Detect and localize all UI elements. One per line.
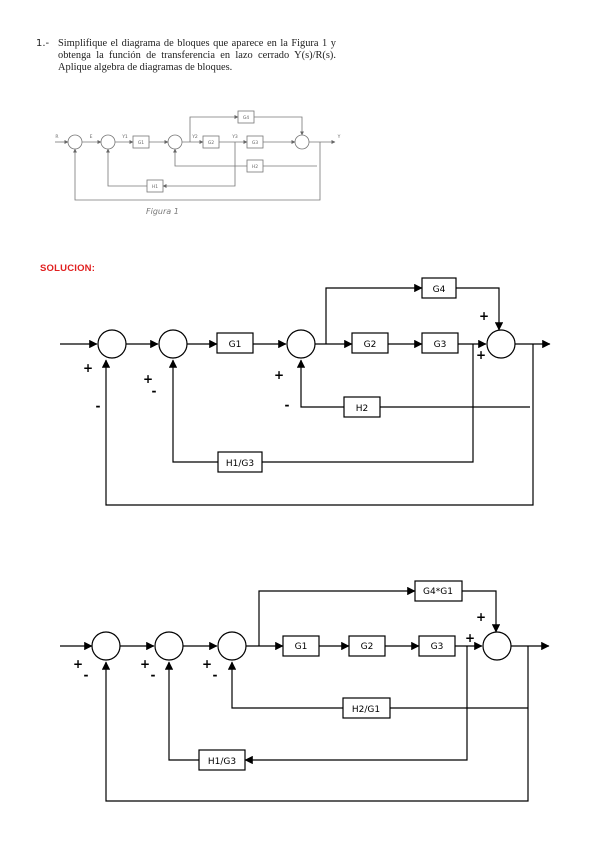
svg-text:+: +: [143, 372, 153, 386]
svg-text:+: +: [140, 657, 150, 671]
svg-text:+: +: [476, 610, 486, 624]
fig1-sum-4: [294, 134, 310, 150]
svg-text:G3: G3: [252, 140, 258, 146]
d1-label-g3: G3: [434, 340, 447, 350]
svg-text:-: -: [152, 384, 157, 398]
svg-text:+: +: [465, 631, 475, 645]
d1-block-g2: [351, 332, 389, 354]
svg-text:-: -: [285, 398, 290, 412]
svg-text:Y: Y: [337, 134, 341, 140]
svg-text:H2: H2: [252, 164, 258, 170]
d1-block-g3: [421, 332, 459, 354]
d2-sum-4: [482, 631, 512, 661]
d1-label-g2: G2: [364, 340, 377, 350]
svg-text:G2: G2: [208, 140, 214, 146]
svg-text:+: +: [83, 361, 93, 375]
d2-sum-2: [154, 631, 184, 661]
d1-sum-1: [97, 329, 127, 359]
d1-label-g1: G1: [229, 340, 242, 350]
d2-label-g3: G3: [431, 642, 444, 652]
svg-text:Y3: Y3: [231, 134, 238, 140]
solution-diagram-2: G1 G2 G3 G4*G1 H2/G1 H1/G3 + - + - + - +…: [60, 580, 550, 802]
problem-text: Simplifique el diagrama de bloques que a…: [58, 38, 336, 73]
d2-label-g2: G2: [361, 642, 374, 652]
fig1-sum-2: [100, 134, 116, 150]
problem-number: 1.-: [36, 38, 50, 49]
svg-text:-: -: [213, 668, 218, 682]
svg-text:+: +: [479, 309, 489, 323]
d2-sum-3: [217, 631, 247, 661]
svg-text:E: E: [90, 134, 93, 140]
svg-text:Y1: Y1: [121, 134, 128, 140]
d1-sum-4: [486, 329, 516, 359]
d1-label-g4: G4: [433, 285, 446, 295]
svg-text:-: -: [96, 399, 101, 413]
figure-1-caption: Figura 1: [146, 207, 179, 216]
d2-label-h1g3: H1/G3: [208, 757, 236, 767]
fig1-sum-3: [167, 134, 183, 150]
svg-text:G1: G1: [138, 140, 144, 146]
fig1-sum-1: [67, 134, 83, 150]
svg-text:H1: H1: [152, 184, 158, 190]
d1-label-h2: H2: [356, 404, 369, 414]
svg-text:-: -: [151, 668, 156, 682]
d1-sum-2: [158, 329, 188, 359]
svg-text:+: +: [202, 657, 212, 671]
svg-text:+: +: [274, 368, 284, 382]
svg-text:-: -: [84, 668, 89, 682]
svg-text:G4: G4: [243, 115, 249, 121]
solution-title: SOLUCION:: [40, 263, 96, 274]
d1-sum-3: [286, 329, 316, 359]
svg-text:+: +: [476, 348, 486, 362]
d2-label-g4g1: G4*G1: [423, 587, 453, 597]
d1-block-g1: [216, 332, 254, 354]
d2-label-h2g1: H2/G1: [352, 705, 380, 715]
d2-sum-1: [91, 631, 121, 661]
d1-label-h1g3: H1/G3: [226, 459, 254, 469]
svg-text:Y2: Y2: [191, 134, 198, 140]
figure-1-diagram: G1 G2 G3 G4 H1 H2 R Y E Y1 Y2 Y3: [55, 110, 341, 201]
d2-label-g1: G1: [295, 642, 308, 652]
svg-text:+: +: [73, 657, 83, 671]
svg-text:R: R: [55, 134, 58, 140]
solution-diagram-1: G1 G2 G3 G4 H2 H1/G3 + - + - + - + +: [60, 277, 551, 506]
